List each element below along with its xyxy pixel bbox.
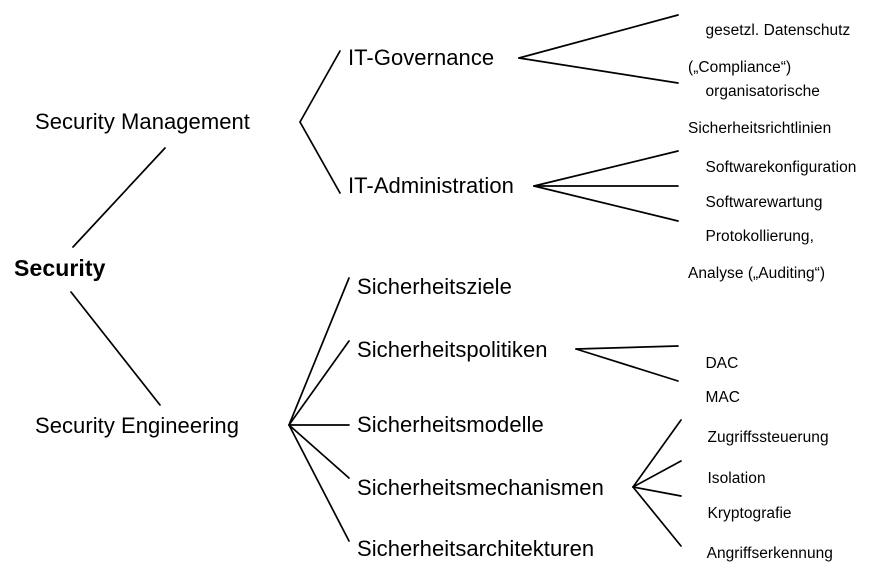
leaf-line-1: Protokollierung,: [705, 228, 814, 246]
leaf-line-1: organisatorische: [705, 83, 820, 101]
leaf-line-1: DAC: [705, 355, 739, 373]
node-it-governance[interactable]: IT-Governance: [348, 45, 495, 70]
leaf-kryptografie[interactable]: Kryptografie: [690, 487, 792, 542]
leaf-angriffserkennung-intrusion-detection[interactable]: Angriffserkennung (Intrusion Detection): [690, 527, 833, 578]
edge-security-management-to-it-governance: [299, 50, 341, 123]
edge-sicherheitspolitiken-to-dac: [575, 345, 679, 350]
edge-sicherheitspolitiken-to-mac: [575, 348, 679, 382]
leaf-line-1: Softwarewartung: [705, 194, 823, 212]
edge-security-engineering-to-sicherheitsarchitekturen: [288, 424, 350, 542]
node-security-engineering[interactable]: Security Engineering: [35, 413, 240, 438]
leaf-line-1: Zugriffssteuerung: [707, 429, 829, 447]
edge-security-engineering-to-sicherheitsziele: [288, 277, 350, 426]
node-security-root[interactable]: Security: [14, 255, 106, 281]
leaf-line-1: Angriffserkennung: [706, 545, 833, 563]
edge-security-to-security-management: [72, 147, 166, 248]
leaf-line-1: MAC: [705, 389, 741, 407]
edge-it-governance-to-organisatorische-richtlinien: [518, 57, 679, 84]
edge-sicherheitsmechanismen-to-angriffserkennung: [632, 486, 682, 547]
leaf-line-2: Sicherheitsrichtlinien: [688, 119, 832, 137]
node-sicherheitsmodelle[interactable]: Sicherheitsmodelle: [357, 412, 544, 437]
leaf-softwarewartung[interactable]: Softwarewartung: [688, 176, 823, 231]
leaf-line-2: („Compliance“): [688, 58, 792, 76]
node-sicherheitsziele[interactable]: Sicherheitsziele: [357, 274, 512, 299]
edge-sicherheitsmechanismen-to-kryptografie: [632, 486, 682, 497]
leaf-line-1: Kryptografie: [707, 505, 792, 523]
edge-it-governance-to-compliance: [518, 14, 679, 59]
edge-security-engineering-to-sicherheitspolitiken: [288, 340, 350, 426]
leaf-zugriffssteuerung[interactable]: Zugriffssteuerung: [690, 411, 829, 466]
leaf-softwarekonfiguration[interactable]: Softwarekonfiguration: [688, 141, 856, 196]
edge-security-to-security-engineering: [70, 291, 161, 406]
leaf-line-1: Softwarekonfiguration: [705, 159, 857, 177]
node-security-management[interactable]: Security Management: [35, 109, 250, 134]
leaf-isolation[interactable]: Isolation: [690, 452, 766, 507]
leaf-line-2: Analyse („Auditing“): [688, 264, 826, 282]
edge-it-administration-to-softwarekonfiguration: [533, 150, 679, 187]
edge-sicherheitsmechanismen-to-zugriffssteuerung: [632, 419, 682, 488]
leaf-protokollierung-analyse-auditing[interactable]: Protokollierung, Analyse („Auditing“): [688, 210, 825, 320]
leaf-line-1: gesetzl. Datenschutz: [705, 22, 851, 40]
edge-security-engineering-to-sicherheitsmechanismen: [288, 424, 350, 479]
leaf-line-1: Isolation: [707, 470, 766, 488]
edge-security-management-to-it-administration: [299, 121, 341, 194]
leaf-mac[interactable]: MAC: [688, 371, 740, 426]
leaf-dac[interactable]: DAC: [688, 337, 738, 392]
leaf-organisatorische-sicherheitsrichtlinien[interactable]: organisatorische Sicherheitsrichtlinien: [688, 65, 831, 175]
leaf-gesetzl-datenschutz-compliance[interactable]: gesetzl. Datenschutz („Compliance“): [688, 4, 850, 114]
node-sicherheitsarchitekturen[interactable]: Sicherheitsarchitekturen: [357, 536, 595, 561]
edge-sicherheitsmechanismen-to-isolation: [632, 460, 682, 488]
edge-it-administration-to-protokollierung: [533, 185, 679, 222]
node-sicherheitsmechanismen[interactable]: Sicherheitsmechanismen: [357, 475, 604, 500]
node-it-administration[interactable]: IT-Administration: [348, 173, 514, 198]
node-sicherheitspolitiken[interactable]: Sicherheitspolitiken: [357, 337, 548, 362]
